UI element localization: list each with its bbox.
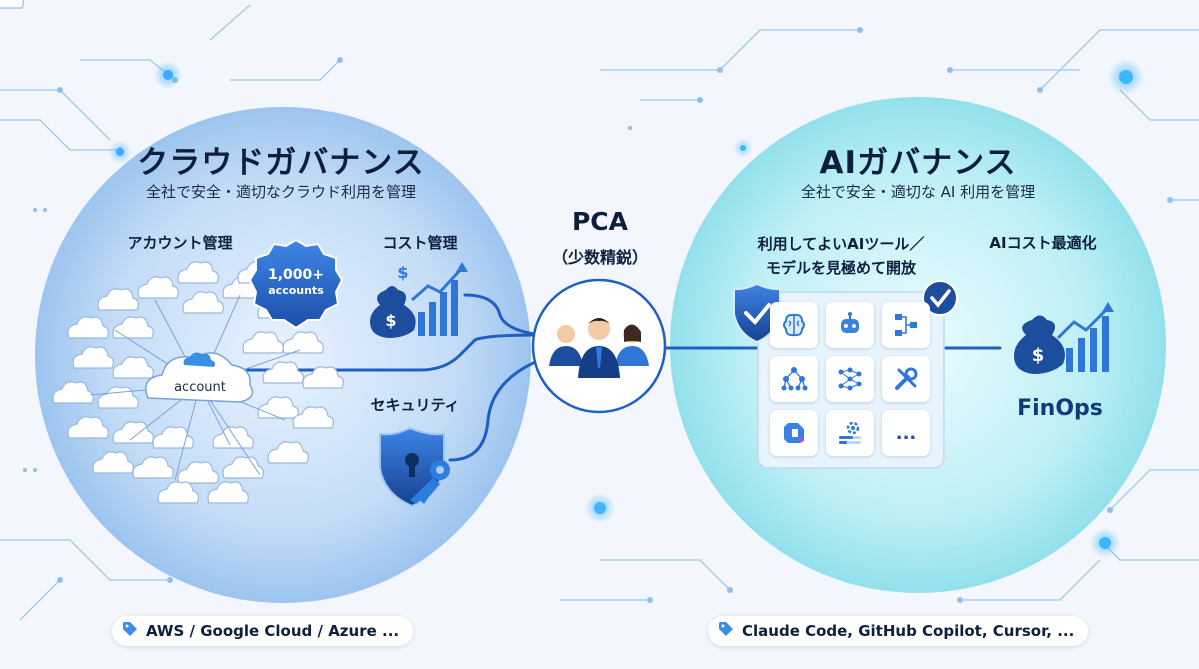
cloud-cluster	[0, 0, 24, 9]
tools-icon-card	[882, 356, 930, 402]
settings-icon	[839, 421, 861, 444]
svg-text:$: $	[1032, 345, 1045, 366]
copilot-icon	[784, 423, 804, 443]
finops-growth-icon	[1056, 302, 1114, 372]
cloud-governance-title: クラウドガバナンス	[137, 145, 425, 181]
flow-icon	[895, 314, 917, 336]
center-cloud	[145, 352, 254, 403]
account-management-label: アカウント管理	[127, 234, 233, 252]
circuit-lines	[0, 4, 1199, 621]
hierarchy-icon	[781, 367, 808, 391]
glow-dots	[108, 59, 1144, 558]
finops-label: FinOps	[1017, 396, 1103, 421]
check-badge-icon	[922, 280, 958, 316]
hierarchy-icon-card	[770, 356, 818, 402]
badge-count: 1,000+	[267, 267, 324, 283]
ai-tools-label: 利用してよいAIツール／ モデルを見極めて開放	[726, 232, 956, 280]
pca-title: PCA	[571, 207, 629, 236]
accounts-badge-text: 1,000+ accounts	[262, 268, 330, 298]
ai-tools-label-line2: モデルを見極めて開放	[765, 259, 916, 277]
shield-key-icon	[379, 426, 450, 508]
people-icon	[549, 318, 649, 378]
tag-icon	[718, 621, 734, 641]
robot-icon-card	[826, 302, 874, 348]
svg-text:$: $	[397, 263, 408, 282]
center-cloud-label: account	[174, 380, 226, 395]
ai-tools-text: Claude Code, GitHub Copilot, Cursor, ...	[742, 622, 1075, 640]
neural-net-icon	[838, 367, 862, 391]
finops-money-bag-icon: $	[1014, 315, 1065, 374]
cloud-providers-pill: AWS / Google Cloud / Azure ...	[112, 616, 414, 646]
copilot-icon-card	[770, 410, 818, 456]
pca-subtitle: （少数精鋭）	[551, 248, 648, 267]
settings-icon-card	[826, 410, 874, 456]
badge-unit: accounts	[268, 284, 324, 297]
security-label: セキュリティ	[370, 396, 460, 414]
center-cloud-icon	[183, 352, 215, 367]
ai-tools-pill: Claude Code, GitHub Copilot, Cursor, ...	[708, 616, 1089, 646]
robot-icon	[841, 312, 859, 333]
ai-governance-subtitle: 全社で安全・適切な AI 利用を管理	[800, 183, 1036, 201]
svg-text:$: $	[385, 311, 396, 330]
cloud-providers-text: AWS / Google Cloud / Azure ...	[146, 622, 400, 640]
cloud-governance-subtitle: 全社で安全・適切なクラウド利用を管理	[145, 183, 416, 201]
more-tools-card: ...	[882, 410, 930, 456]
money-bag-icon: $ $	[370, 263, 416, 338]
tag-icon	[122, 621, 138, 641]
brain-icon-card	[770, 302, 818, 348]
brain-icon	[783, 313, 805, 337]
flow-icon-card	[882, 302, 930, 348]
ai-tools-label-line1: 利用してよいAIツール／	[757, 235, 925, 253]
accounts-badge	[248, 238, 344, 330]
growth-chart-icon	[411, 262, 468, 336]
ai-cost-label: AIコスト最適化	[989, 234, 1097, 252]
connectors	[224, 293, 1002, 462]
neural-net-icon-card	[826, 356, 874, 402]
cost-management-label: コスト管理	[382, 234, 458, 252]
shield-check-icon	[733, 282, 781, 344]
tools-icon	[895, 367, 918, 390]
ai-governance-title: AIガバナンス	[819, 145, 1017, 181]
